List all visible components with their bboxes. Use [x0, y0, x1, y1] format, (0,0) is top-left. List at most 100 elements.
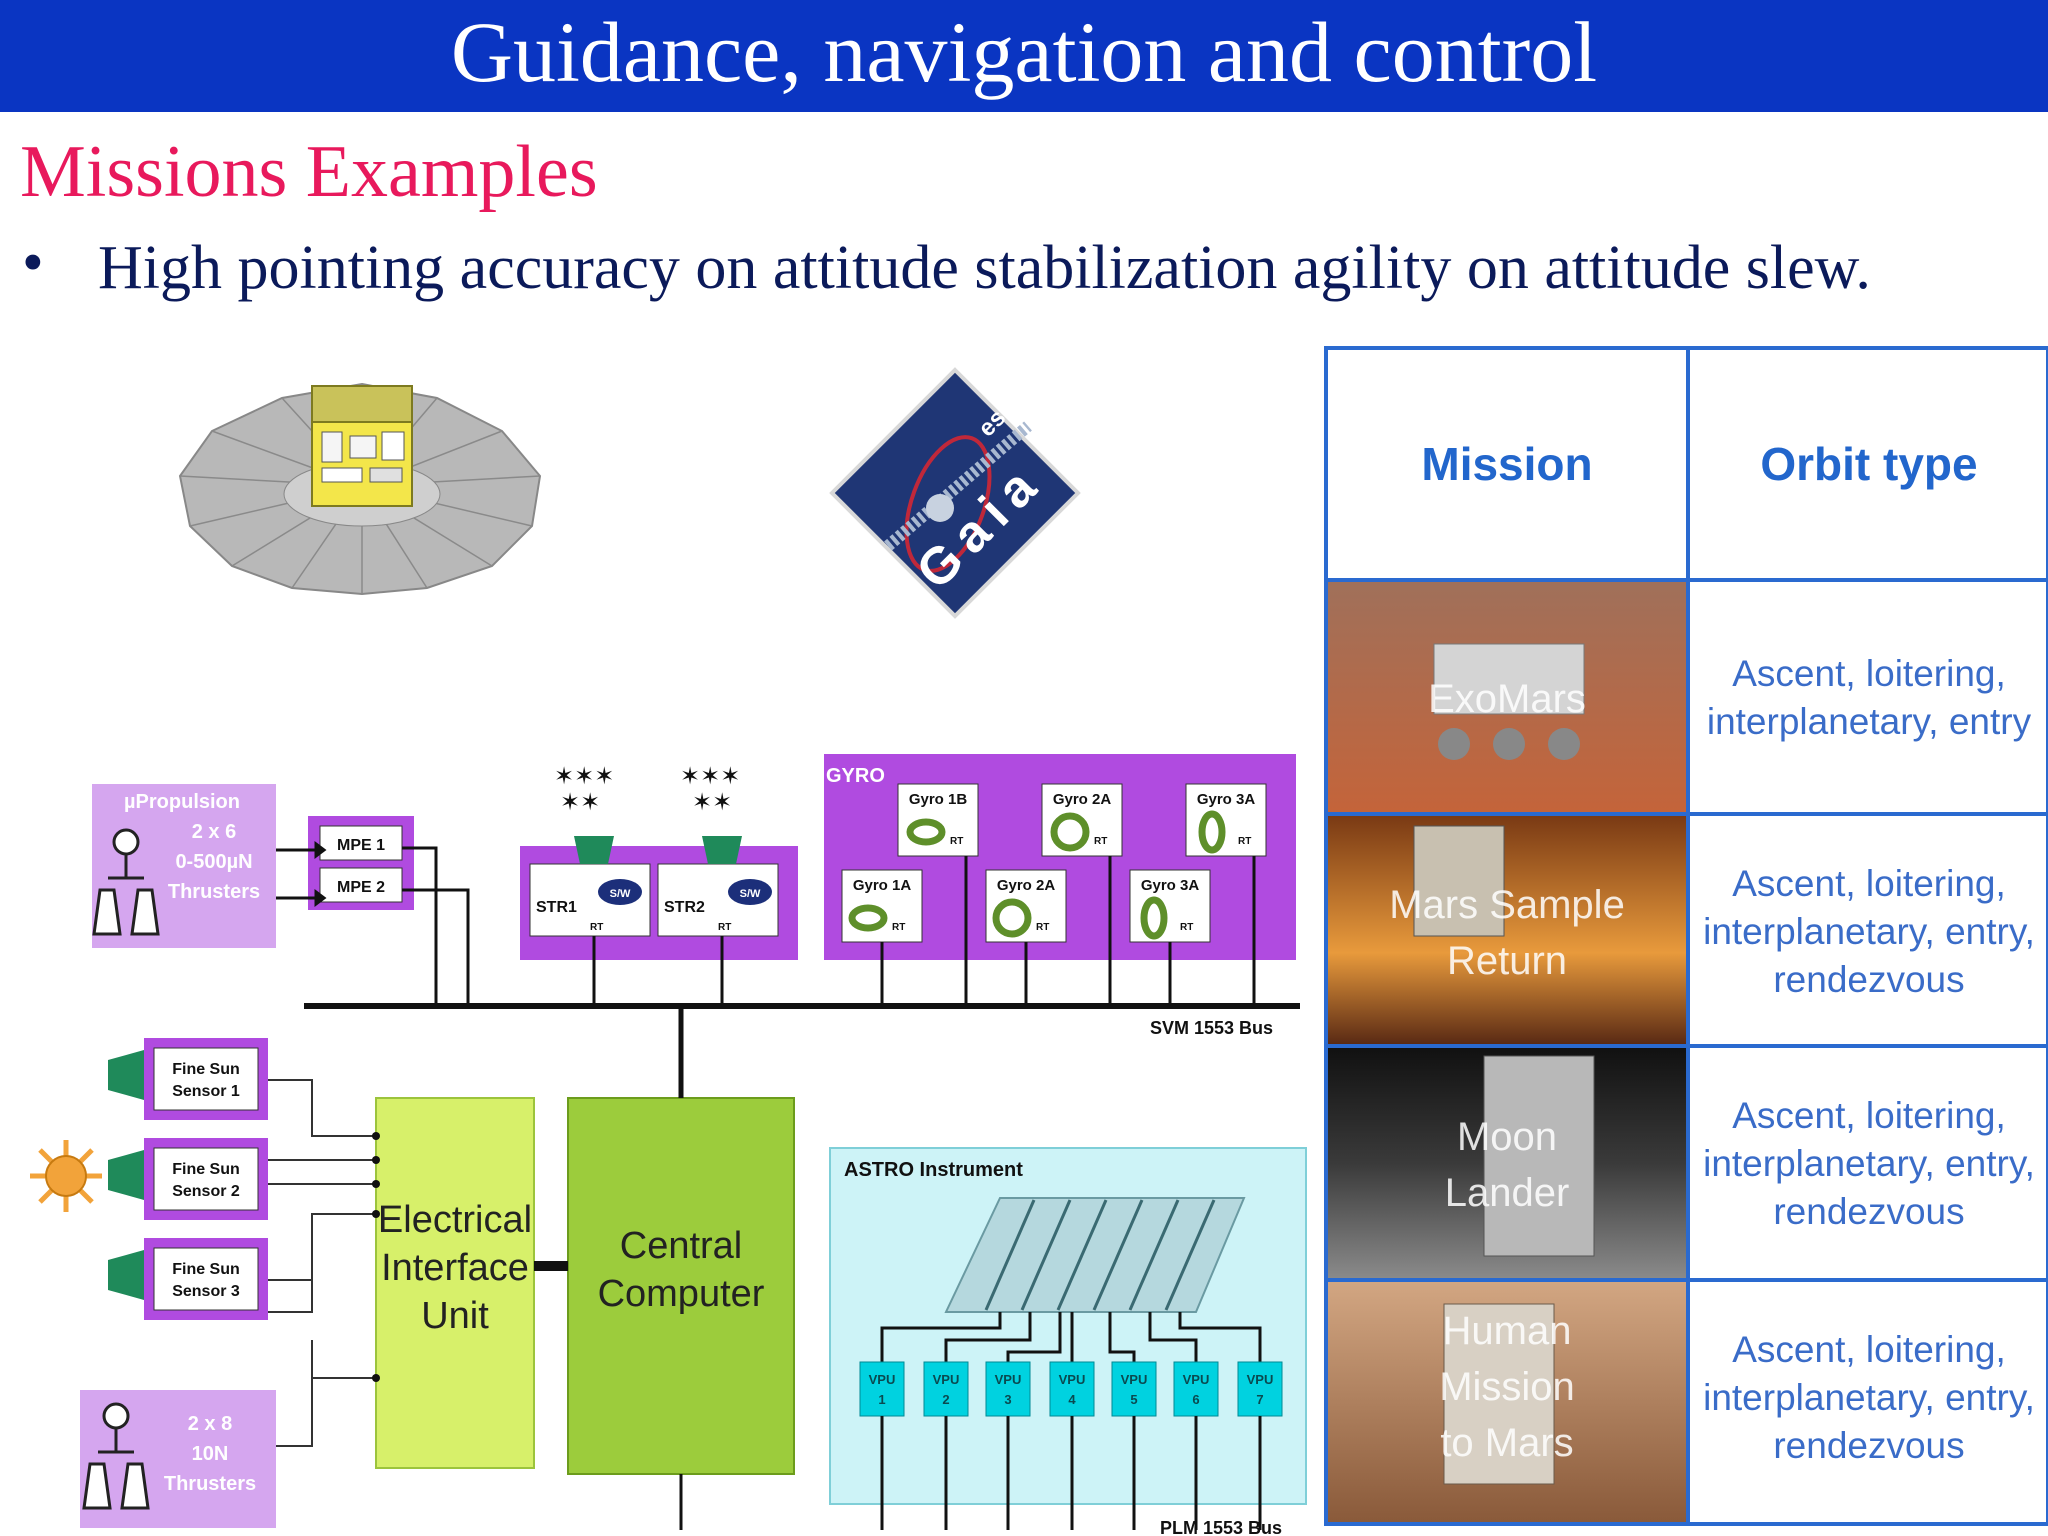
svg-text:0-500µN: 0-500µN — [175, 851, 252, 873]
svg-text:✶✶: ✶✶ — [692, 789, 732, 816]
svg-text:VPU: VPU — [1247, 1372, 1274, 1387]
mission-human-mars: Human — [1443, 1309, 1572, 1353]
mission-mars-sample-return: Mars Sample — [1389, 883, 1625, 927]
electrical-interface-unit — [375, 1097, 535, 1469]
gyro-2a-top-label: Gyro 2A — [1053, 791, 1112, 808]
svg-text:RT: RT — [892, 922, 905, 933]
svg-text:interplanetary, entry,: interplanetary, entry, — [1703, 1143, 2035, 1184]
fine-sun-sensor-1: Fine Sun Sensor 1 — [108, 1038, 268, 1120]
svg-text:7: 7 — [1256, 1392, 1263, 1407]
svg-text:Lander: Lander — [1445, 1171, 1570, 1215]
svg-text:VPU: VPU — [933, 1372, 960, 1387]
svg-text:Fine Sun: Fine Sun — [172, 1161, 240, 1178]
svg-text:Interface: Interface — [381, 1247, 529, 1289]
svg-text:Return: Return — [1447, 939, 1567, 983]
header-mission: Mission — [1421, 438, 1592, 490]
stars-icon: ✶✶✶ — [554, 763, 614, 790]
svg-text:RT: RT — [1036, 922, 1049, 933]
svg-text:VPU: VPU — [1121, 1372, 1148, 1387]
svg-text:Sensor 2: Sensor 2 — [172, 1183, 240, 1200]
central-computer — [567, 1097, 795, 1475]
svg-text:rendezvous: rendezvous — [1773, 1191, 1964, 1232]
mpe-1-label: MPE 1 — [337, 837, 385, 854]
svg-text:interplanetary, entry,: interplanetary, entry, — [1703, 911, 2035, 952]
svg-text:RT: RT — [718, 922, 731, 933]
mpe-2-label: MPE 2 — [337, 879, 385, 896]
svg-text:Mission: Mission — [1439, 1365, 1575, 1409]
slide-title: Guidance, navigation and control — [450, 4, 1598, 100]
svg-text:2: 2 — [942, 1392, 949, 1407]
svg-text:S/W: S/W — [610, 888, 631, 900]
svg-text:Sensor 3: Sensor 3 — [172, 1283, 240, 1300]
mission-exomars: ExoMars — [1428, 677, 1586, 721]
svg-text:6: 6 — [1192, 1392, 1199, 1407]
gyro-title: GYRO — [826, 765, 885, 787]
gaia-spacecraft-illustration — [178, 382, 542, 596]
micro-propulsion-block — [92, 784, 276, 948]
gyro-1a-label: Gyro 1A — [853, 877, 912, 894]
thruster-icon — [92, 828, 160, 936]
orbit-mars-sample-return: Ascent, loitering, — [1732, 863, 2006, 904]
gyro-2a-bottom-label: Gyro 2A — [997, 877, 1056, 894]
thruster-icon — [82, 1402, 150, 1510]
vpu-units — [859, 1361, 1283, 1417]
svg-text:VPU: VPU — [995, 1372, 1022, 1387]
mission-moon-lander: Moon — [1457, 1115, 1557, 1159]
svg-text:RT: RT — [950, 836, 963, 847]
gyro-3a-bottom-label: Gyro 3A — [1141, 877, 1200, 894]
svg-text:4: 4 — [1068, 1392, 1076, 1407]
fine-sun-sensor-2: Fine Sun Sensor 2 — [108, 1138, 268, 1220]
uprop-title: µPropulsion — [124, 791, 240, 813]
plm-bus-label: PLM 1553 Bus — [1160, 1518, 1282, 1536]
svg-text:RT: RT — [590, 922, 603, 933]
svg-text:✶✶✶: ✶✶✶ — [680, 763, 740, 790]
svg-text:Thrusters: Thrusters — [168, 881, 260, 903]
svg-text:Central: Central — [620, 1225, 743, 1267]
svg-text:1: 1 — [878, 1392, 885, 1407]
svg-text:✶✶: ✶✶ — [560, 789, 600, 816]
svg-text:interplanetary, entry: interplanetary, entry — [1707, 701, 2032, 742]
svg-text:Unit: Unit — [421, 1295, 489, 1337]
svg-text:RT: RT — [1180, 922, 1193, 933]
orbit-human-mars: Ascent, loitering, — [1732, 1329, 2006, 1370]
bullet-marker: • — [22, 229, 44, 297]
svg-text:VPU: VPU — [1183, 1372, 1210, 1387]
gaia-mission-logo: esa Gaia — [829, 367, 1081, 619]
svg-text:Sensor 1: Sensor 1 — [172, 1083, 240, 1100]
svg-text:rendezvous: rendezvous — [1773, 1425, 1964, 1466]
svg-text:10N: 10N — [192, 1443, 229, 1465]
orbit-exomars: Ascent, loitering, — [1732, 653, 2006, 694]
svg-text:3: 3 — [1004, 1392, 1011, 1407]
svg-text:RT: RT — [1238, 836, 1251, 847]
svg-text:Fine Sun: Fine Sun — [172, 1261, 240, 1278]
gyro-3a-top-label: Gyro 3A — [1197, 791, 1256, 808]
sun-icon — [30, 1140, 102, 1212]
gnc-system-diagram: SVM 1553 Bus µPropulsion 2 x 6 0-500µN T… — [30, 754, 1307, 1536]
svg-text:interplanetary, entry,: interplanetary, entry, — [1703, 1377, 2035, 1418]
svg-text:Computer: Computer — [598, 1273, 765, 1315]
svg-text:2 x 6: 2 x 6 — [192, 821, 236, 843]
missions-table: Mission Orbit type ExoMars Mars Sample R… — [1324, 346, 2048, 1526]
fine-sun-sensor-3: Fine Sun Sensor 3 — [108, 1238, 268, 1320]
svg-text:Thrusters: Thrusters — [164, 1473, 256, 1495]
svg-text:Fine Sun: Fine Sun — [172, 1061, 240, 1078]
orbit-moon-lander: Ascent, loitering, — [1732, 1095, 2006, 1136]
mars-sample-return-image — [1328, 816, 1686, 1044]
header-orbit-type: Orbit type — [1760, 438, 1977, 490]
svg-text:VPU: VPU — [1059, 1372, 1086, 1387]
svg-text:Electrical: Electrical — [378, 1199, 532, 1241]
svg-text:rendezvous: rendezvous — [1773, 959, 1964, 1000]
svg-text:2 x 8: 2 x 8 — [188, 1413, 232, 1435]
svg-text:5: 5 — [1130, 1392, 1137, 1407]
svm-bus-label: SVM 1553 Bus — [1150, 1018, 1273, 1038]
section-title: Missions Examples — [20, 131, 598, 213]
bullet-text: High pointing accuracy on attitude stabi… — [98, 234, 1871, 302]
svg-text:VPU: VPU — [869, 1372, 896, 1387]
svg-text:S/W: S/W — [740, 888, 761, 900]
gyro-1b-label: Gyro 1B — [909, 791, 968, 808]
str1-label: STR1 — [536, 899, 577, 916]
svg-text:RT: RT — [1094, 836, 1107, 847]
str2-label: STR2 — [664, 899, 705, 916]
svg-text:to Mars: to Mars — [1440, 1421, 1573, 1465]
title-bar — [0, 0, 2048, 112]
